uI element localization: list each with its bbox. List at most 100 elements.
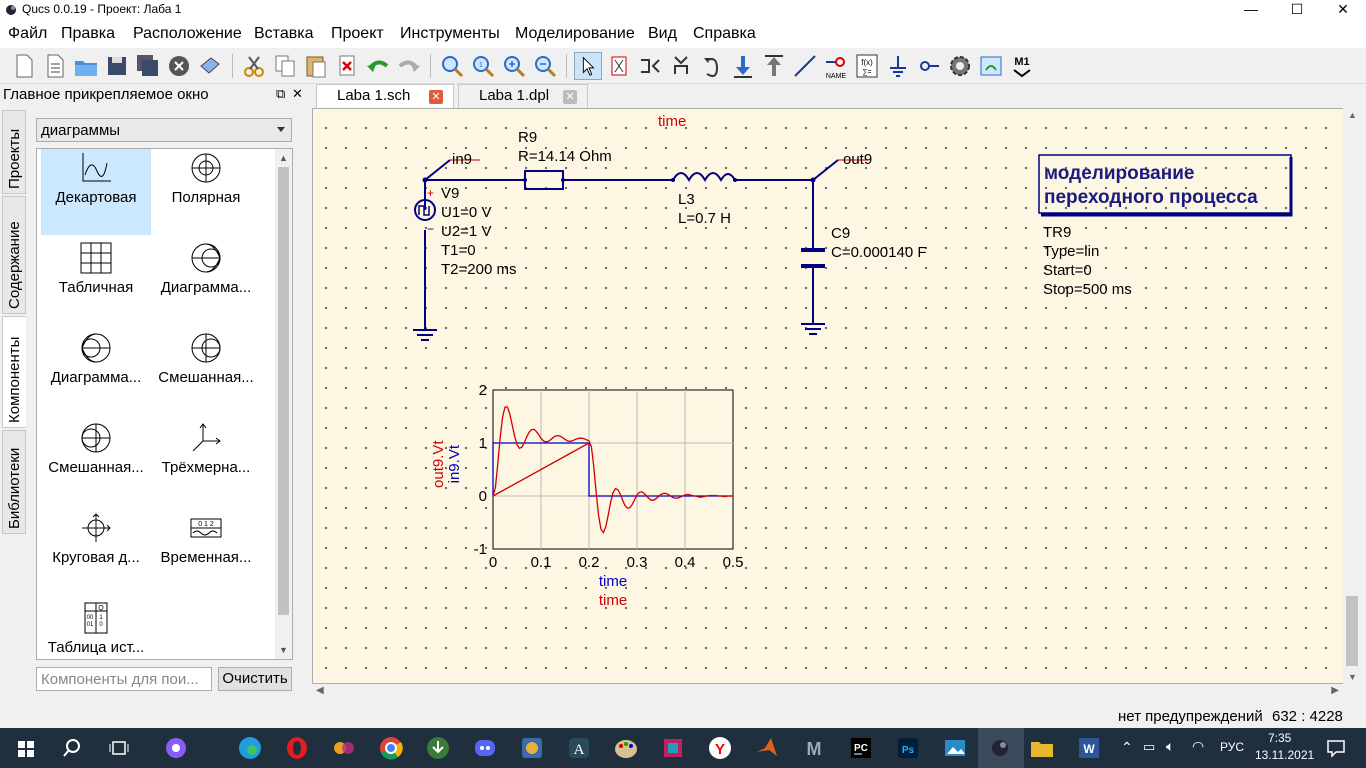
- notifications-icon[interactable]: [1322, 734, 1350, 762]
- clock-time[interactable]: 7:35: [1268, 731, 1292, 745]
- app-icon-colorful[interactable]: [330, 734, 358, 762]
- tab-laba1-dpl[interactable]: Laba 1.dpl ✕: [458, 84, 588, 108]
- open-folder-icon[interactable]: [72, 52, 100, 80]
- save-all-icon[interactable]: [134, 52, 162, 80]
- dock-float-icon[interactable]: ⧉: [276, 86, 286, 101]
- zoom-out-icon[interactable]: [531, 52, 559, 80]
- edit-properties-icon[interactable]: [605, 52, 633, 80]
- wire-icon[interactable]: [791, 52, 819, 80]
- menu-project[interactable]: Проект: [331, 25, 384, 42]
- menu-help[interactable]: Справка: [693, 25, 756, 42]
- canvas-vertical-scrollbar[interactable]: ▲ ▼: [1343, 108, 1362, 684]
- network-icon[interactable]: ◠: [1192, 738, 1205, 754]
- chrome-browser-icon[interactable]: [377, 734, 405, 762]
- component-search-input[interactable]: [36, 667, 212, 691]
- port-icon[interactable]: [915, 52, 943, 80]
- photoshop-icon[interactable]: Ps: [894, 734, 922, 762]
- opera-browser-icon[interactable]: [283, 734, 311, 762]
- component-3d-cartesian[interactable]: Трёхмерна...: [151, 419, 261, 505]
- discord-icon[interactable]: [471, 734, 499, 762]
- edge-browser-icon[interactable]: [236, 734, 264, 762]
- component-polar[interactable]: Полярная: [151, 149, 261, 235]
- component-smith[interactable]: Диаграмма...: [151, 239, 261, 325]
- clock-date[interactable]: 13.11.2021: [1255, 748, 1315, 762]
- file-explorer-icon[interactable]: [1028, 734, 1056, 762]
- zoom-in-icon[interactable]: [500, 52, 528, 80]
- paint-palette-icon[interactable]: [612, 734, 640, 762]
- component-tabular[interactable]: Табличная: [41, 239, 151, 325]
- component-smith-polar[interactable]: Смешанная...: [41, 419, 151, 505]
- tab-libraries[interactable]: Библиотеки: [2, 430, 26, 534]
- zoom-fit-icon[interactable]: [438, 52, 466, 80]
- cut-icon[interactable]: [240, 52, 268, 80]
- mathcad-icon[interactable]: M: [800, 734, 828, 762]
- menu-file[interactable]: Файл: [8, 25, 48, 42]
- maximize-button[interactable]: ☐: [1290, 1, 1304, 17]
- close-file-icon[interactable]: [165, 52, 193, 80]
- new-text-icon[interactable]: [41, 52, 69, 80]
- gear-app-icon[interactable]: [518, 734, 546, 762]
- print-icon[interactable]: [196, 52, 224, 80]
- paste-icon[interactable]: [302, 52, 330, 80]
- new-file-icon[interactable]: [10, 52, 38, 80]
- schematic-canvas[interactable]: time R9 R=14.14 Ohm in9 out9 L3 L=0.7 H: [312, 108, 1362, 684]
- component-list-scrollbar[interactable]: ▲ ▼: [275, 149, 292, 659]
- rotate-icon[interactable]: [698, 52, 726, 80]
- menu-tools[interactable]: Инструменты: [400, 25, 500, 42]
- menu-view[interactable]: Вид: [648, 25, 677, 42]
- exit-subcircuit-icon[interactable]: [760, 52, 788, 80]
- tab-components[interactable]: Компоненты: [2, 316, 26, 428]
- menu-simulation[interactable]: Моделирование: [515, 25, 635, 42]
- minimize-button[interactable]: —: [1244, 1, 1258, 17]
- save-icon[interactable]: [103, 52, 131, 80]
- close-window-button[interactable]: ✕: [1337, 1, 1349, 17]
- title-text-box[interactable]: моделирование переходного процесса: [1038, 154, 1293, 217]
- component-admittance-smith[interactable]: Диаграмма...: [41, 329, 151, 415]
- copy-icon[interactable]: [271, 52, 299, 80]
- wire-label-icon[interactable]: NAME: [822, 52, 850, 80]
- equation-icon[interactable]: f(x)∑=: [853, 52, 881, 80]
- enter-subcircuit-icon[interactable]: [729, 52, 757, 80]
- inductor-l3[interactable]: [672, 172, 736, 183]
- word-icon[interactable]: W: [1075, 734, 1103, 762]
- component-category-select[interactable]: диаграммы: [36, 118, 292, 142]
- marker-icon[interactable]: M1: [1008, 52, 1036, 80]
- close-tab-icon[interactable]: ✕: [429, 90, 443, 104]
- close-tab-icon[interactable]: ✕: [563, 90, 577, 104]
- qucs-taskbar-icon[interactable]: [986, 734, 1014, 762]
- menu-insert[interactable]: Вставка: [254, 25, 314, 42]
- yandex-browser-icon[interactable]: Y: [706, 734, 734, 762]
- windows-start-icon[interactable]: [12, 734, 40, 762]
- clear-search-button[interactable]: Очистить: [218, 667, 292, 691]
- capacitor-c9[interactable]: [801, 248, 825, 268]
- language-indicator[interactable]: РУС: [1220, 740, 1245, 754]
- mirror-y-icon[interactable]: [667, 52, 695, 80]
- zoom-1to1-icon[interactable]: 1: [469, 52, 497, 80]
- select-pointer-icon[interactable]: [574, 52, 602, 80]
- voltage-source-v9[interactable]: [414, 199, 436, 221]
- undo-icon[interactable]: [364, 52, 392, 80]
- photos-app-icon[interactable]: [941, 734, 969, 762]
- ground-icon[interactable]: [884, 52, 912, 80]
- component-polar-smith[interactable]: Смешанная...: [151, 329, 261, 415]
- canvas-horizontal-scrollbar[interactable]: ◀ ▶: [312, 684, 1343, 701]
- component-timing[interactable]: 0 1 2 Временная...: [151, 509, 261, 595]
- pycharm-icon[interactable]: PC: [847, 734, 875, 762]
- volume-icon[interactable]: 🔈︎: [1166, 738, 1175, 754]
- tab-laba1-sch[interactable]: Laba 1.sch ✕: [316, 84, 454, 108]
- resistor-r9[interactable]: [524, 170, 564, 190]
- display-results-icon[interactable]: [977, 52, 1005, 80]
- colorful-app-icon[interactable]: [659, 734, 687, 762]
- tray-chevron-up-icon[interactable]: ⌃: [1121, 739, 1133, 755]
- mirror-x-icon[interactable]: [636, 52, 664, 80]
- task-view-icon[interactable]: [105, 734, 133, 762]
- tab-projects[interactable]: Проекты: [2, 110, 26, 194]
- alice-assistant-icon[interactable]: [162, 734, 190, 762]
- menu-edit[interactable]: Правка: [61, 25, 116, 42]
- simulate-icon[interactable]: [946, 52, 974, 80]
- delete-icon[interactable]: [333, 52, 361, 80]
- battery-icon[interactable]: ▭: [1143, 739, 1156, 754]
- a-app-icon[interactable]: A: [565, 734, 593, 762]
